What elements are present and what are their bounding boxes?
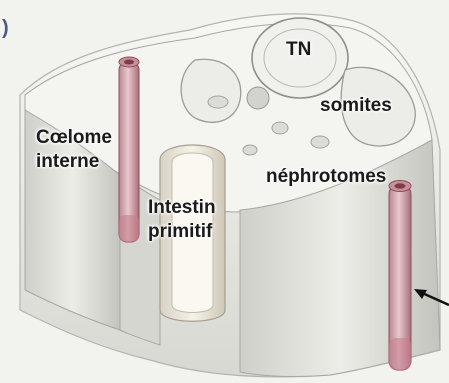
right-duct — [389, 181, 411, 371]
label-coelome: Cœlome interne — [36, 126, 112, 174]
label-coelome-line1: Cœlome — [36, 126, 112, 150]
label-coelome-line2: interne — [36, 150, 112, 174]
label-intestin-line2: primitif — [148, 220, 216, 244]
label-tn: TN — [286, 38, 311, 62]
corner-mark: ) — [2, 16, 9, 40]
label-intestin-line1: Intestin — [148, 196, 216, 220]
left-duct — [119, 57, 139, 242]
label-intestin: Intestin primitif — [148, 196, 216, 244]
label-nephrotomes: néphrotomes — [266, 165, 386, 189]
label-somites: somites — [320, 94, 392, 118]
notochord — [247, 87, 269, 109]
